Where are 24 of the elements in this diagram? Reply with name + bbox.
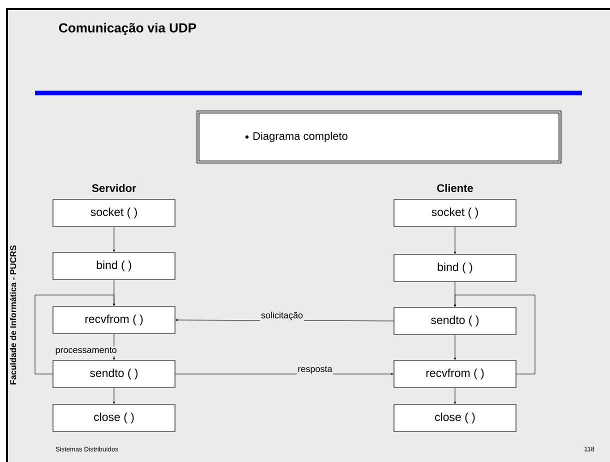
edge-label: processamento (56, 347, 116, 355)
function-box: socket ( ) (394, 199, 516, 227)
arrow (454, 388, 456, 404)
arrow (454, 226, 456, 254)
arrow (112, 226, 116, 252)
arrow (112, 388, 116, 404)
loop-arrow (454, 294, 536, 374)
edge-label: solicitação (261, 312, 303, 320)
function-box: bind ( ) (394, 254, 516, 282)
column-heading: Cliente (437, 184, 473, 192)
loop-arrow (34, 294, 116, 374)
function-box: recvfrom ( ) (394, 360, 516, 388)
edge-label: resposta (298, 366, 332, 374)
function-box: bind ( ) (52, 252, 176, 280)
arrow (454, 334, 456, 360)
title: Comunicação via UDP (59, 22, 196, 36)
function-box: socket ( ) (52, 199, 176, 227)
function-box: recvfrom ( ) (52, 306, 176, 334)
function-box: sendto ( ) (394, 307, 516, 335)
text-box: Diagrama completo (196, 110, 562, 164)
function-box: close ( ) (394, 404, 516, 432)
function-box: sendto ( ) (52, 360, 176, 388)
sidebar-text: Faculdade de Informática - PUCRS (10, 245, 16, 384)
function-box: close ( ) (52, 404, 176, 432)
